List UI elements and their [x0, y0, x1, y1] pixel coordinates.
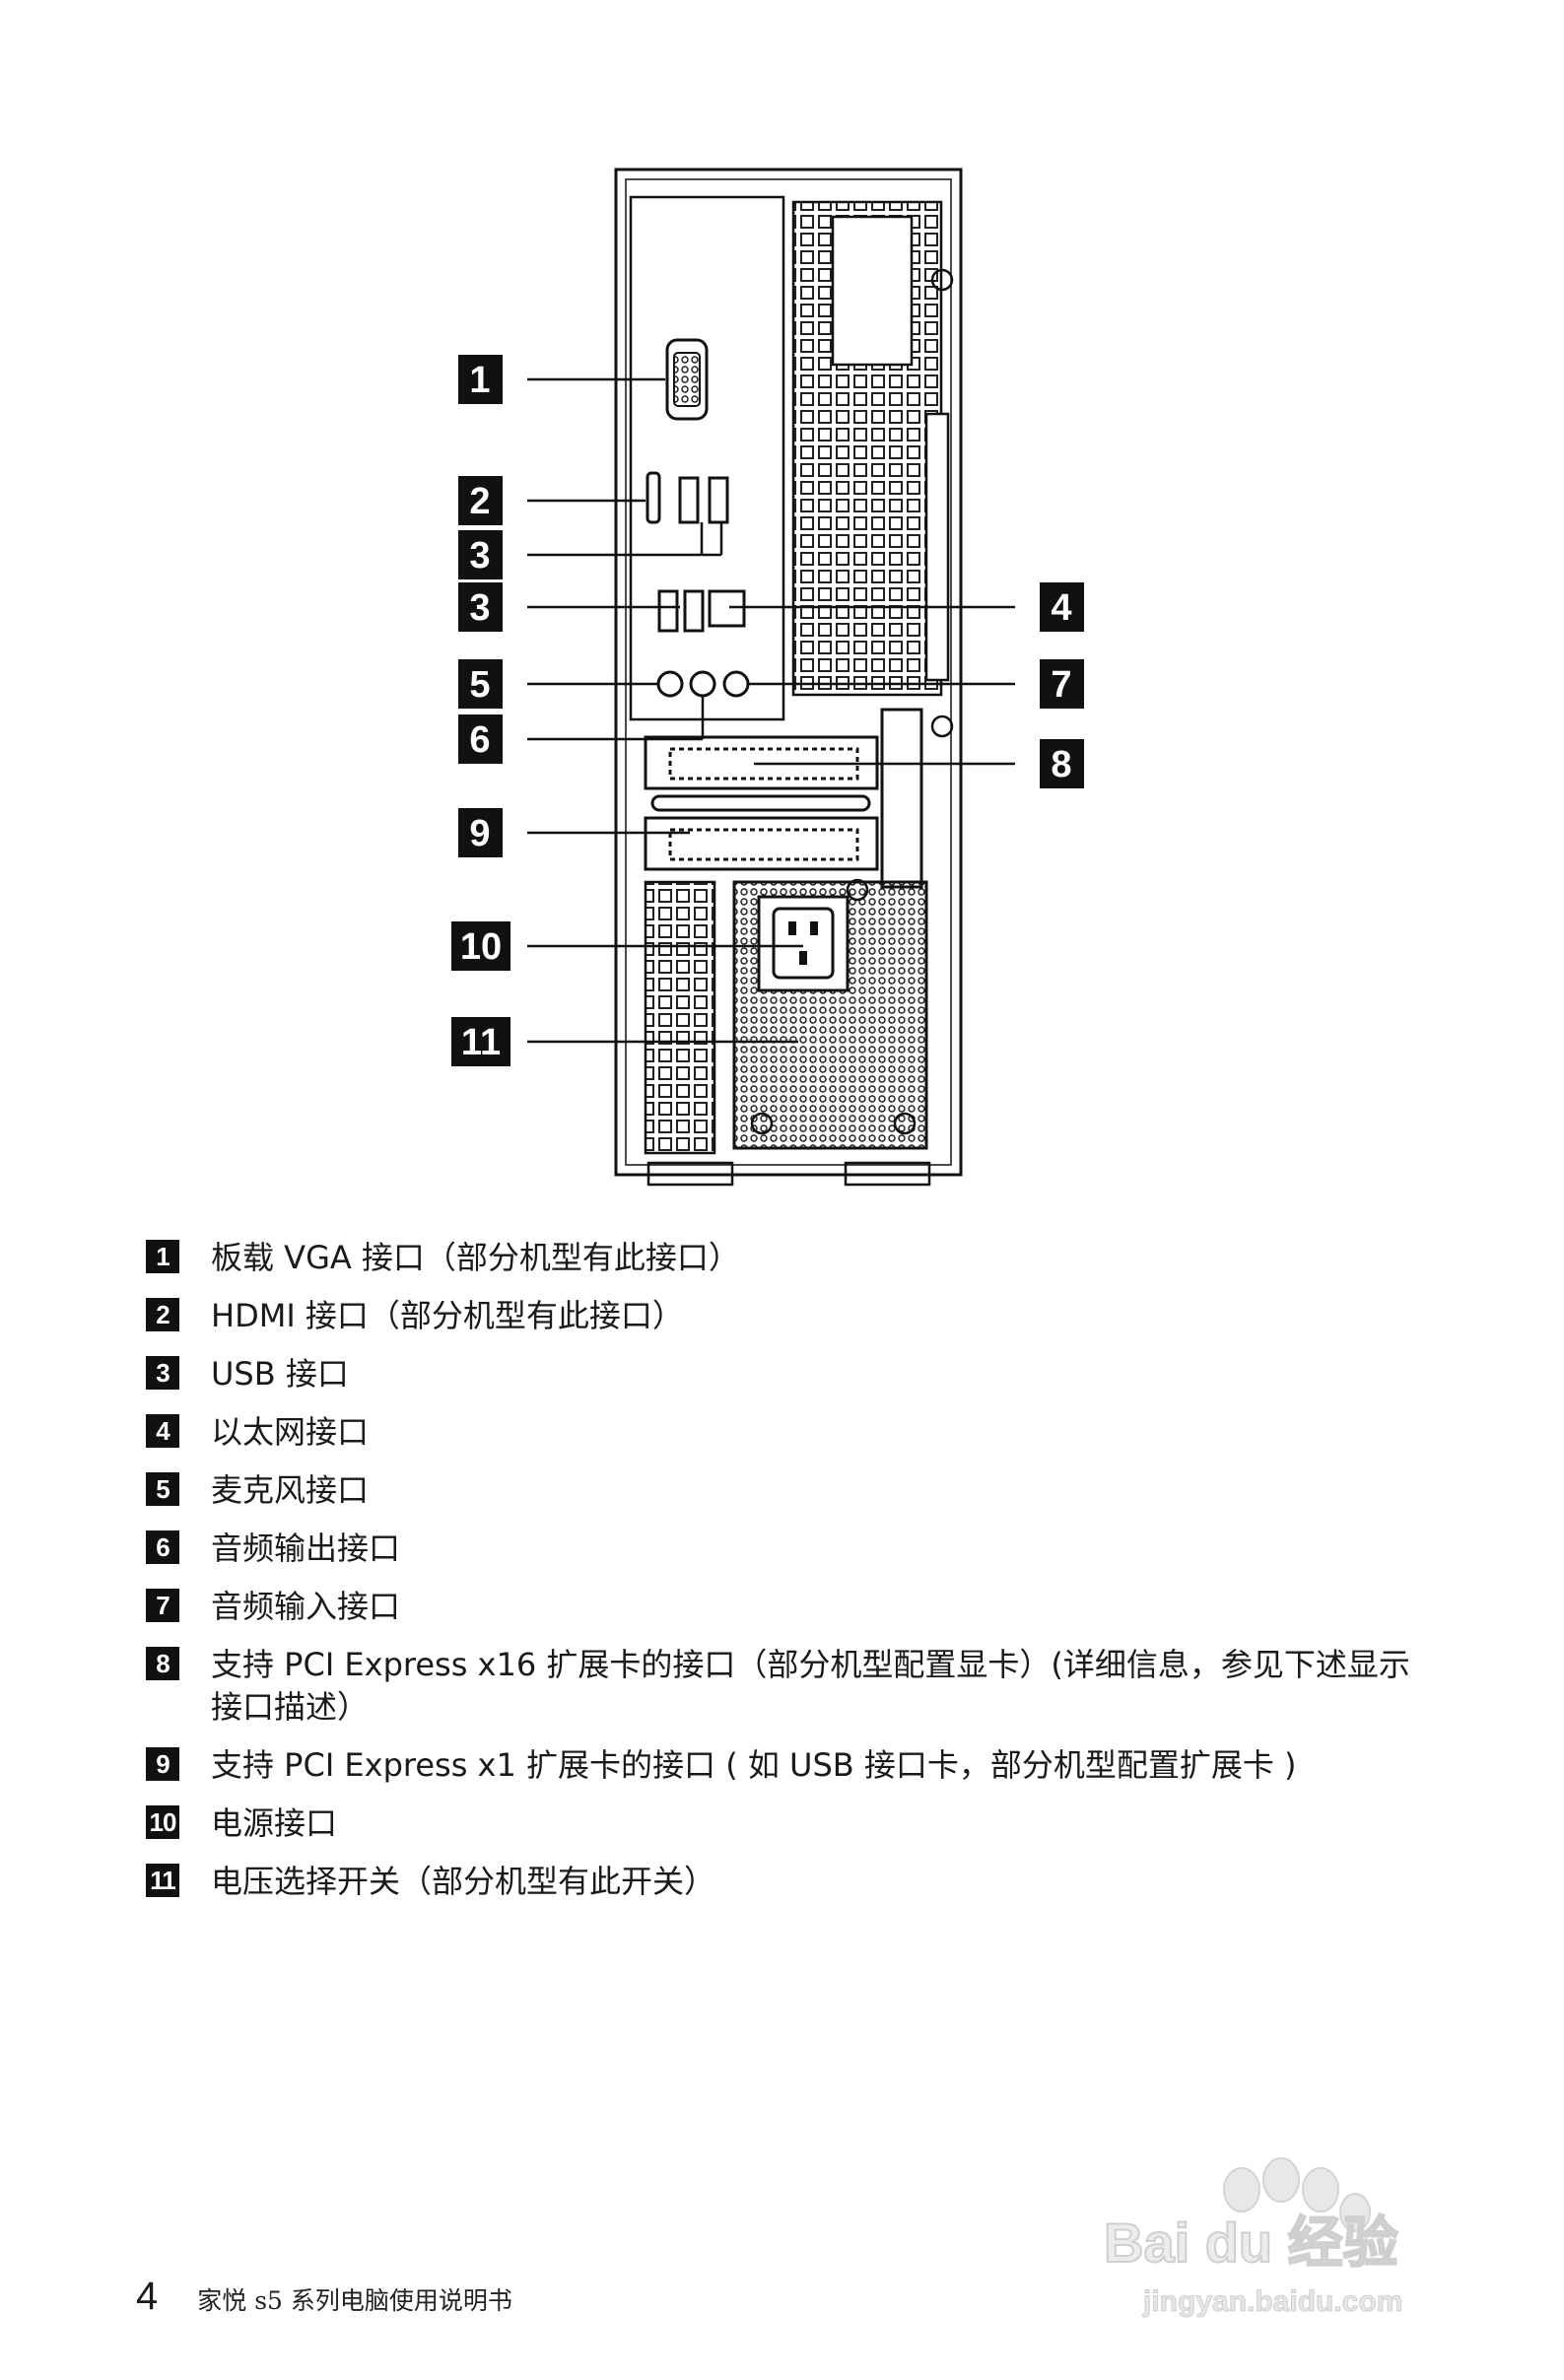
legend-text: 支持 PCI Express x16 扩展卡的接口（部分机型配置显卡）(详细信息…	[211, 1646, 1410, 1726]
ethernet-port	[708, 589, 746, 628]
computer-rear-panel-diagram: 1 2 3 3 4 5 6 7 8 9 10 11	[451, 168, 1084, 1187]
callout-5: 5	[458, 659, 503, 709]
document-title: 家悦 s5 系列电脑使用说明书	[197, 2286, 512, 2315]
page-number: 4	[136, 2275, 159, 2318]
svg-text:5: 5	[469, 664, 490, 706]
svg-text:8: 8	[1051, 744, 1071, 785]
svg-text:2: 2	[469, 481, 490, 522]
legend-number: 10	[146, 1805, 179, 1839]
audio-in-jack	[722, 670, 750, 698]
paw-logo	[1223, 2157, 1371, 2232]
legend-text: 音频输入接口	[211, 1588, 401, 1625]
callout-1: 1	[458, 355, 503, 404]
usb-port-lower-2	[683, 589, 705, 633]
callout-leaders	[527, 377, 1015, 1044]
legend-number: 1	[146, 1240, 179, 1273]
hdmi-port	[646, 471, 661, 524]
usb-port-upper-1	[678, 476, 700, 524]
io-panel	[629, 195, 785, 721]
callout-4: 4	[1040, 582, 1084, 632]
callout-10: 10	[451, 921, 510, 971]
legend-item: 7 音频输入接口	[146, 1586, 1427, 1628]
callout-9: 9	[458, 808, 503, 857]
legend-text: HDMI 接口（部分机型有此接口）	[211, 1297, 684, 1334]
audio-out-jack	[689, 670, 716, 698]
svg-text:1: 1	[469, 360, 490, 401]
legend-item: 9 支持 PCI Express x1 扩展卡的接口 ( 如 USB 接口卡，部分…	[146, 1744, 1427, 1787]
svg-text:3: 3	[469, 535, 490, 577]
power-socket	[772, 907, 835, 980]
legend-text: 支持 PCI Express x1 扩展卡的接口 ( 如 USB 接口卡，部分机…	[211, 1746, 1297, 1784]
legend-text: 电源接口	[211, 1804, 338, 1842]
legend-text: 音频输出接口	[211, 1530, 401, 1567]
chassis	[614, 168, 963, 1187]
callout-3b: 3	[458, 582, 503, 632]
svg-text:6: 6	[469, 719, 490, 761]
callout-11: 11	[451, 1017, 510, 1066]
legend-text: 麦克风接口	[211, 1471, 370, 1509]
callout-7: 7	[1040, 659, 1084, 709]
legend-number: 11	[146, 1864, 179, 1897]
legend-item: 1 板载 VGA 接口（部分机型有此接口）	[146, 1237, 1427, 1279]
usb-port-lower-1	[657, 589, 679, 633]
legend-number: 7	[146, 1589, 179, 1622]
svg-text:7: 7	[1051, 664, 1071, 706]
legend-number: 2	[146, 1298, 179, 1331]
legend-number: 4	[146, 1414, 179, 1448]
legend-item: 10 电源接口	[146, 1802, 1427, 1845]
legend-item: 6 音频输出接口	[146, 1528, 1427, 1570]
svg-text:9: 9	[469, 813, 490, 854]
svg-text:11: 11	[461, 1022, 501, 1063]
legend-item: 2 HDMI 接口（部分机型有此接口）	[146, 1295, 1427, 1337]
legend-text: 以太网接口	[211, 1413, 370, 1451]
legend-item: 8 支持 PCI Express x16 扩展卡的接口（部分机型配置显卡）(详细信…	[146, 1644, 1427, 1729]
expansion-slots	[644, 708, 923, 889]
legend-item: 5 麦克风接口	[146, 1469, 1427, 1512]
svg-text:4: 4	[1051, 587, 1071, 629]
legend-number: 9	[146, 1747, 179, 1781]
usb-port-upper-2	[708, 476, 729, 524]
legend-item: 3 USB 接口	[146, 1353, 1427, 1395]
legend-number: 5	[146, 1472, 179, 1506]
legend-item: 11 电压选择开关（部分机型有此开关）	[146, 1861, 1427, 1903]
legend-text: 板载 VGA 接口（部分机型有此接口）	[211, 1239, 740, 1276]
mic-jack	[656, 670, 684, 698]
vga-port	[665, 338, 709, 421]
legend-text: USB 接口	[211, 1355, 349, 1393]
legend-number: 6	[146, 1530, 179, 1564]
legend-item: 4 以太网接口	[146, 1411, 1427, 1454]
callout-3a: 3	[458, 530, 503, 579]
legend-text: 电压选择开关（部分机型有此开关）	[211, 1863, 716, 1900]
baidu-jingyan-watermark: Bai du 经验 jingyan.baidu.com	[1104, 2157, 1403, 2319]
watermark-brand: Bai du 经验	[1104, 2211, 1398, 2274]
page-footer: 4 家悦 s5 系列电脑使用说明书	[136, 2275, 512, 2319]
watermark-url: jingyan.baidu.com	[1142, 2285, 1402, 2318]
svg-text:10: 10	[460, 926, 502, 968]
callout-6: 6	[458, 714, 503, 764]
callout-8: 8	[1040, 739, 1084, 788]
lower-left-vent	[644, 880, 716, 1155]
svg-text:3: 3	[469, 587, 490, 629]
legend-number: 3	[146, 1356, 179, 1390]
callout-2: 2	[458, 476, 503, 525]
legend-number: 8	[146, 1647, 179, 1680]
